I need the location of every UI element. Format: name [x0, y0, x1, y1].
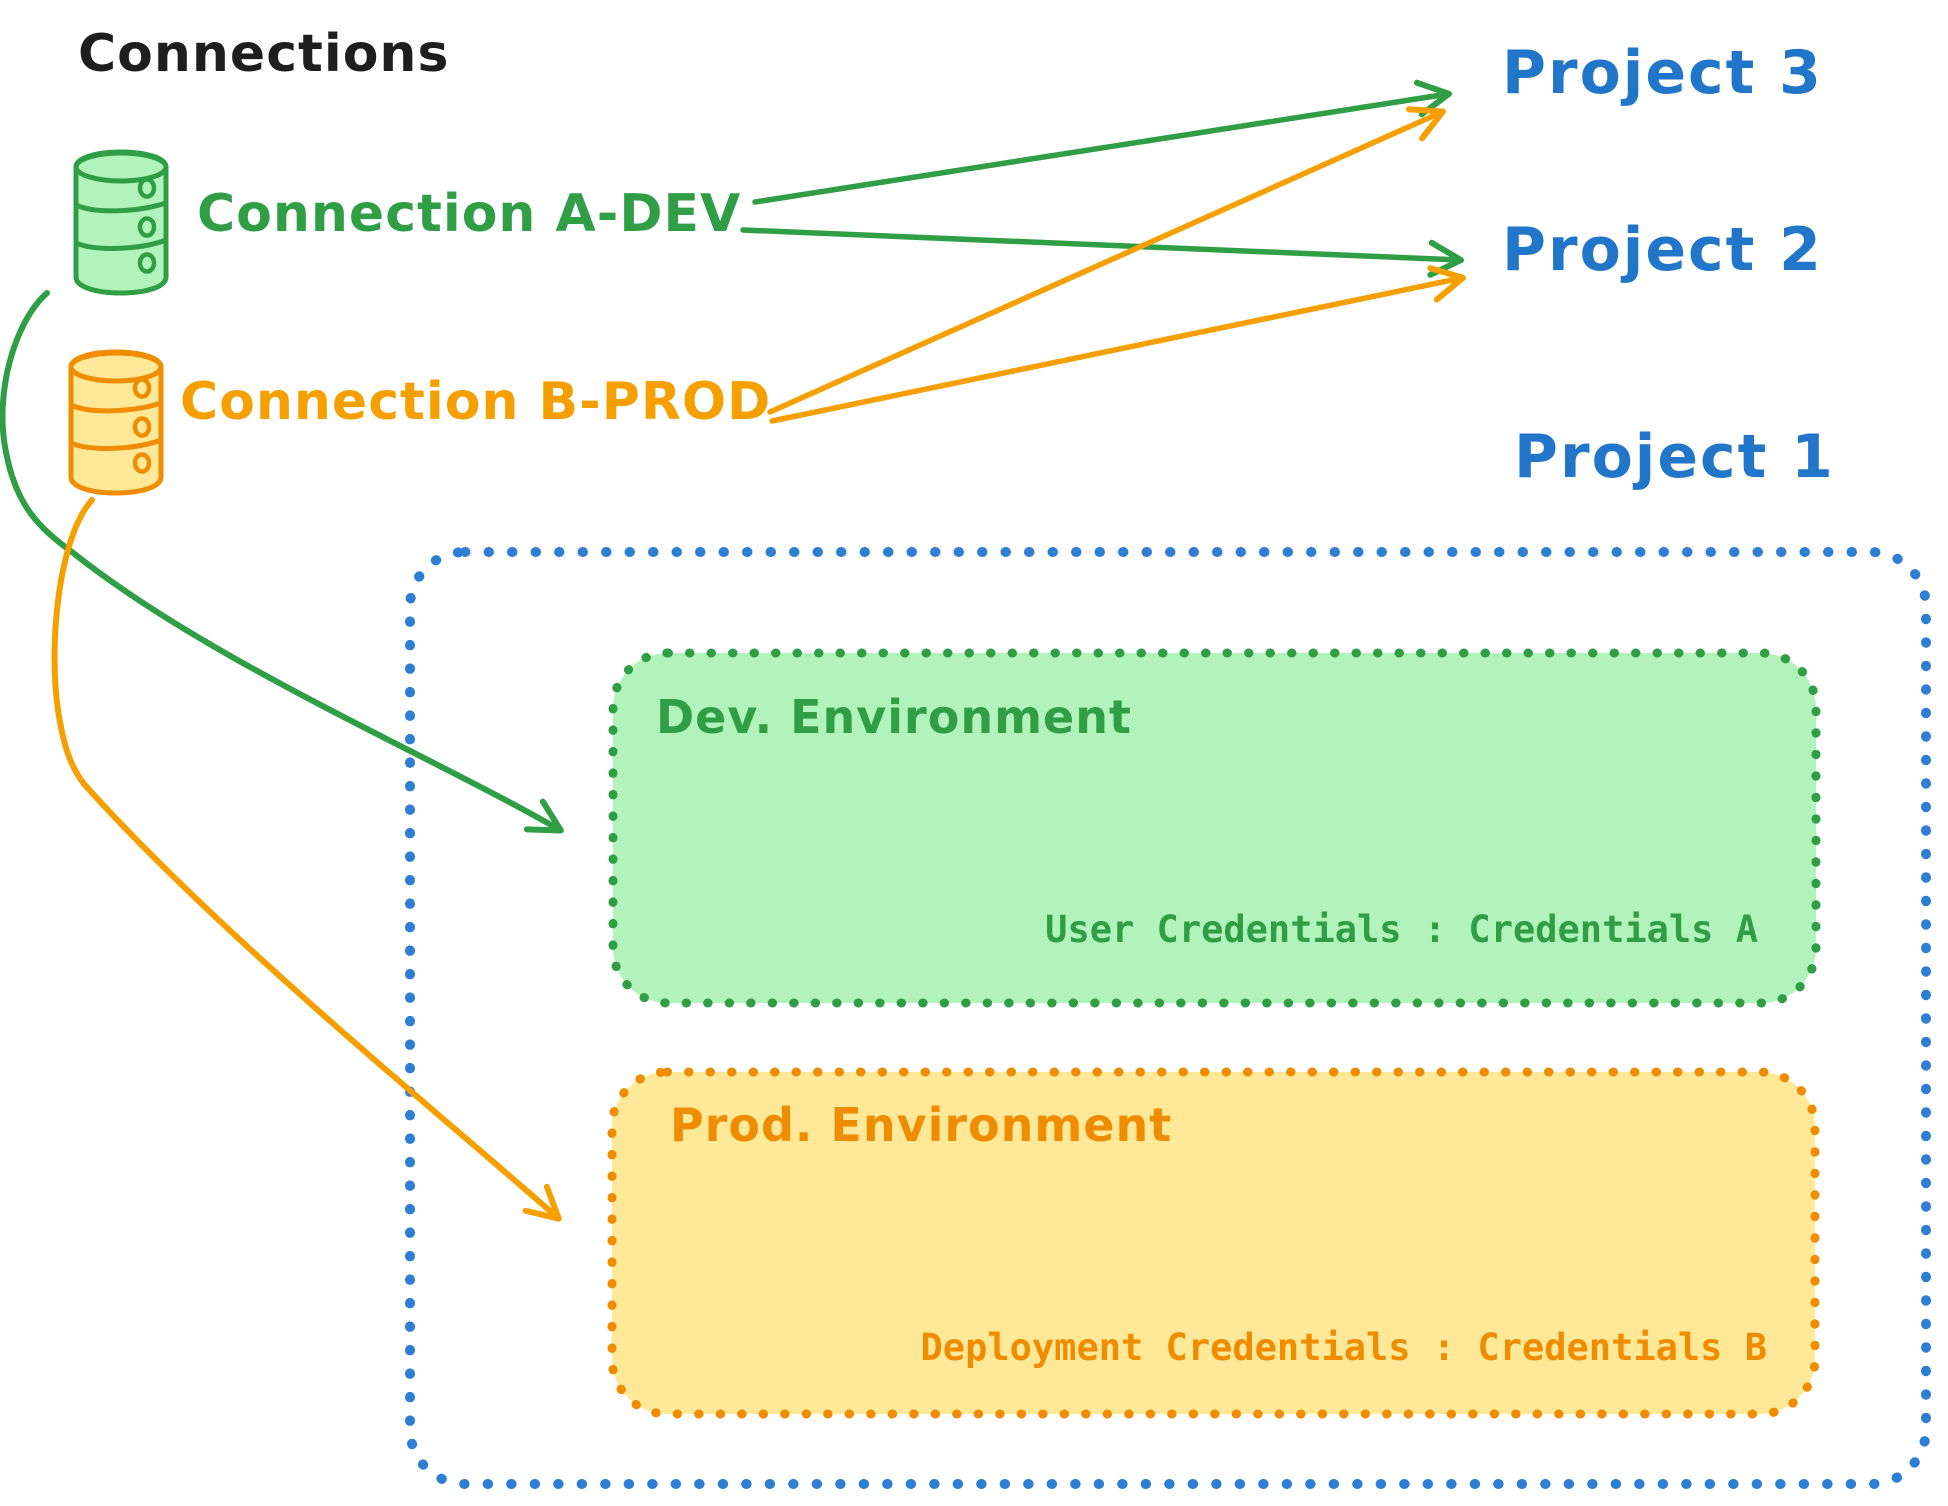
prod-environment-title: Prod. Environment: [670, 1098, 1173, 1152]
project-1-boundary-box: [405, 547, 1931, 1489]
arrow-b-prod-to-prod-environment: [51, 497, 562, 1222]
dev-environment-box: [608, 648, 1821, 1008]
project-1-label: Project 1: [1514, 422, 1835, 492]
prod-environment-credentials: Deployment Credentials : Credentials B: [920, 1326, 1767, 1369]
arrow-a-dev-to-project-2: [740, 227, 1464, 278]
dev-environment-title: Dev. Environment: [656, 690, 1132, 744]
dev-environment-credentials: User Credentials : Credentials A: [1045, 908, 1758, 951]
arrow-a-dev-to-dev-environment: [0, 290, 564, 834]
arrow-b-prod-to-project-3: [767, 106, 1446, 415]
arrow-a-dev-to-project-3: [752, 79, 1452, 205]
project-2-label: Project 2: [1502, 215, 1823, 285]
database-icon-a-dev: [73, 149, 169, 296]
connection-b-prod-label: Connection B-PROD: [180, 372, 772, 432]
arrow-b-prod-to-project-2: [769, 265, 1466, 424]
prod-environment-box: [607, 1067, 1820, 1419]
connection-a-dev-label: Connection A-DEV: [197, 184, 742, 244]
project-3-label: Project 3: [1502, 38, 1823, 108]
diagram-title: Connections: [78, 24, 450, 84]
database-icon-b-prod: [68, 349, 164, 496]
